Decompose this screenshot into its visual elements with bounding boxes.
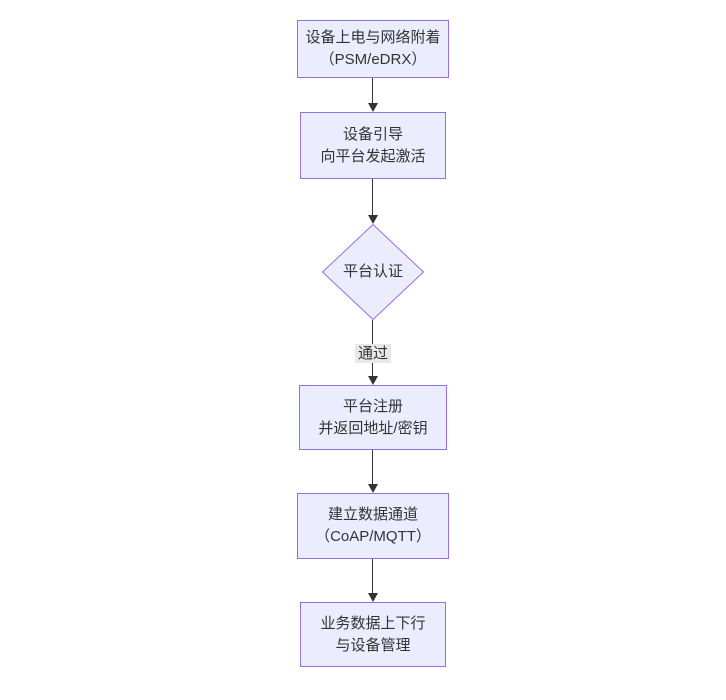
node-label-line: 建立数据通道	[327, 506, 418, 523]
flowchart-node-device-bootstrap: 设备引导 向平台发起激活	[300, 112, 446, 179]
node-label-line: 平台注册	[342, 397, 403, 415]
edge-line	[372, 559, 373, 593]
flowchart-decision-platform-auth: 平台认证	[322, 224, 424, 320]
edge-arrow-e-f	[367, 559, 378, 602]
node-label-line: 与设备管理	[335, 636, 411, 654]
edge-line	[372, 450, 373, 484]
edge-arrow-b-c	[367, 179, 378, 224]
diamond-shape	[322, 224, 424, 320]
flowchart-node-platform-register: 平台注册 并返回地址/密钥	[299, 385, 447, 450]
node-label-line: 设备引导	[342, 125, 403, 143]
arrowhead-down-icon	[367, 103, 378, 112]
node-label-line: 业务数据上下行	[320, 614, 426, 632]
arrowhead-down-icon	[367, 215, 378, 224]
arrowhead-down-icon	[367, 376, 378, 385]
edge-label-pass: 通过	[354, 344, 392, 363]
node-label-line: 平台认证	[342, 263, 403, 280]
edge-arrow-d-e	[367, 450, 378, 493]
flowchart-node-power-network-attach: 设备上电与网络附着 （PSM/eDRX）	[297, 20, 449, 78]
flowchart-node-data-channel: 建立数据通道 （CoAP/MQTT）	[297, 493, 449, 559]
node-label-line: 向平台发起激活	[320, 147, 426, 165]
node-label-line: （PSM/eDRX）	[319, 51, 427, 68]
node-label-line: （CoAP/MQTT）	[315, 528, 431, 545]
edge-line	[372, 179, 373, 215]
edge-arrow-a-b	[367, 78, 378, 112]
node-label-line: 并返回地址/密钥	[318, 419, 428, 437]
edge-line	[372, 78, 373, 103]
arrowhead-down-icon	[367, 593, 378, 602]
arrowhead-down-icon	[367, 484, 378, 493]
node-label-line: 设备上电与网络附着	[305, 29, 441, 46]
flowchart-node-business-data-mgmt: 业务数据上下行 与设备管理	[300, 602, 446, 667]
